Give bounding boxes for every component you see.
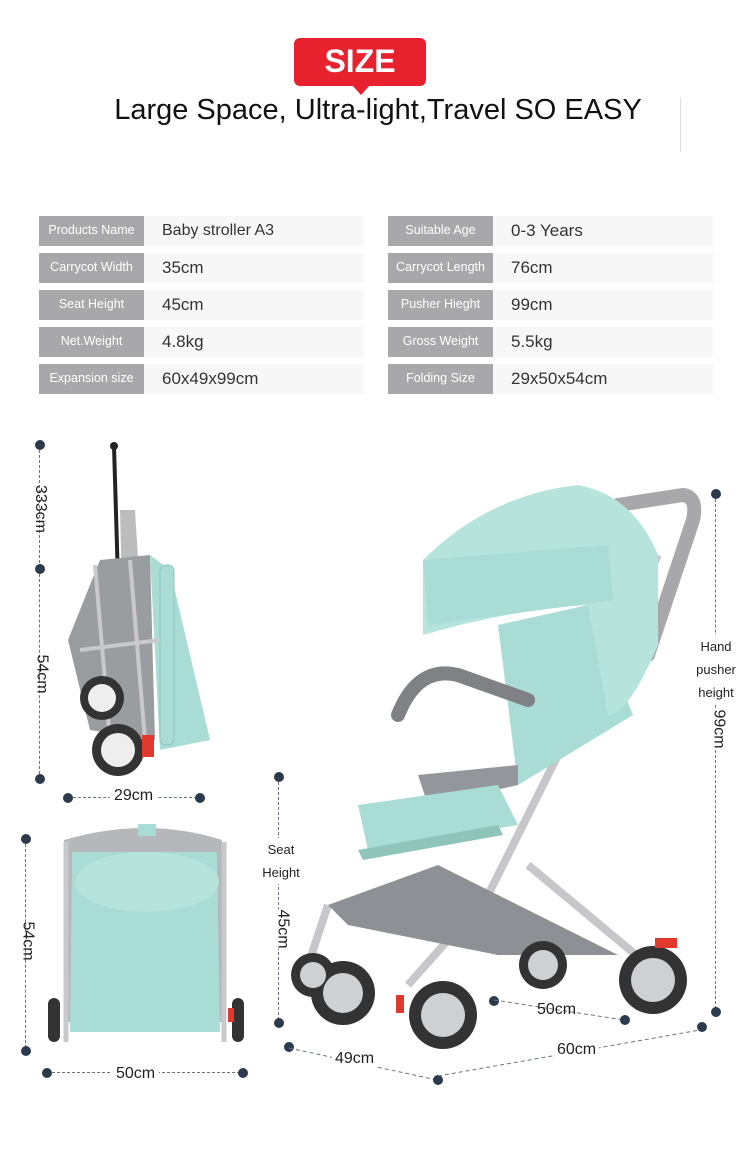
spec-key: Carrycot Length — [388, 253, 493, 283]
spec-value: 60x49x99cm — [144, 364, 364, 394]
pusher-height-label: 99cm — [709, 709, 728, 749]
spec-value: Baby stroller A3 — [144, 216, 364, 246]
spec-value: 99cm — [493, 290, 713, 320]
seat-caption-line: Height — [262, 865, 300, 880]
depth-label: 49cm — [332, 1050, 378, 1068]
spec-key: Products Name — [39, 216, 144, 246]
seat-height-label: 45cm — [273, 909, 292, 949]
spec-key: Net.Weight — [39, 327, 144, 357]
dimension-dot — [711, 489, 721, 499]
spec-key: Seat Height — [39, 290, 144, 320]
page-headline: Large Space, Ultra-light,Travel SO EASY — [114, 94, 642, 126]
folded-depth-label: 29cm — [110, 787, 158, 805]
spec-key: Folding Size — [388, 364, 493, 394]
spec-value: 45cm — [144, 290, 364, 320]
dimension-dot — [42, 1068, 52, 1078]
dimension-dot — [21, 834, 31, 844]
dimension-dot — [284, 1042, 294, 1052]
spec-key: Carrycot Width — [39, 253, 144, 283]
pusher-caption-line: height — [698, 685, 734, 700]
dimension-dot — [697, 1022, 707, 1032]
spec-key: Suitable Age — [388, 216, 493, 246]
folded-handle-label: 333cm — [32, 484, 50, 534]
dimension-dot — [63, 793, 73, 803]
dimension-dot — [489, 996, 499, 1006]
spec-value: 0-3 Years — [493, 216, 713, 246]
spec-value: 29x50x54cm — [493, 364, 713, 394]
folded-back-image — [48, 824, 244, 1042]
wheel-width-label: 50cm — [537, 1001, 577, 1018]
pusher-height-caption: Hand pusher height — [690, 635, 742, 704]
back-height-label: 54cm — [19, 921, 37, 961]
spec-value: 5.5kg — [493, 327, 713, 357]
dimension-dot — [274, 772, 284, 782]
dimension-line — [25, 844, 26, 1048]
seat-height-caption: Seat Height — [256, 838, 306, 884]
folded-stroller-image — [68, 442, 210, 776]
spec-value: 4.8kg — [144, 327, 364, 357]
folded-height-label: 54cm — [33, 654, 51, 694]
spec-value: 35cm — [144, 253, 364, 283]
spec-key: Pusher Hieght — [388, 290, 493, 320]
dimension-dot — [711, 1007, 721, 1017]
back-width-label: 50cm — [112, 1065, 160, 1083]
divider — [680, 98, 681, 152]
seat-caption-line: Seat — [267, 842, 295, 857]
stroller-main-image — [291, 485, 702, 1049]
dimension-dot — [35, 774, 45, 784]
pusher-caption-line: Hand — [700, 639, 732, 654]
dimension-line — [494, 999, 625, 1021]
size-badge: SIZE — [294, 38, 426, 95]
dimension-dot — [195, 793, 205, 803]
dimension-dot — [620, 1015, 630, 1025]
dimension-line — [289, 1047, 438, 1081]
dimension-dot — [35, 440, 45, 450]
dimension-dot — [35, 564, 45, 574]
dimension-dot — [274, 1018, 284, 1028]
spec-key: Expansion size — [39, 364, 144, 394]
dimension-dot — [238, 1068, 248, 1078]
length-label: 60cm — [554, 1041, 600, 1059]
dimension-line — [39, 450, 40, 568]
dimension-dot — [433, 1075, 443, 1085]
spec-key: Gross Weight — [388, 327, 493, 357]
dimension-line — [278, 782, 279, 1020]
dimension-dot — [21, 1046, 31, 1056]
dimension-line — [39, 574, 40, 774]
pusher-caption-line: pusher — [696, 662, 736, 677]
dimension-line — [715, 499, 716, 1009]
spec-value: 76cm — [493, 253, 713, 283]
